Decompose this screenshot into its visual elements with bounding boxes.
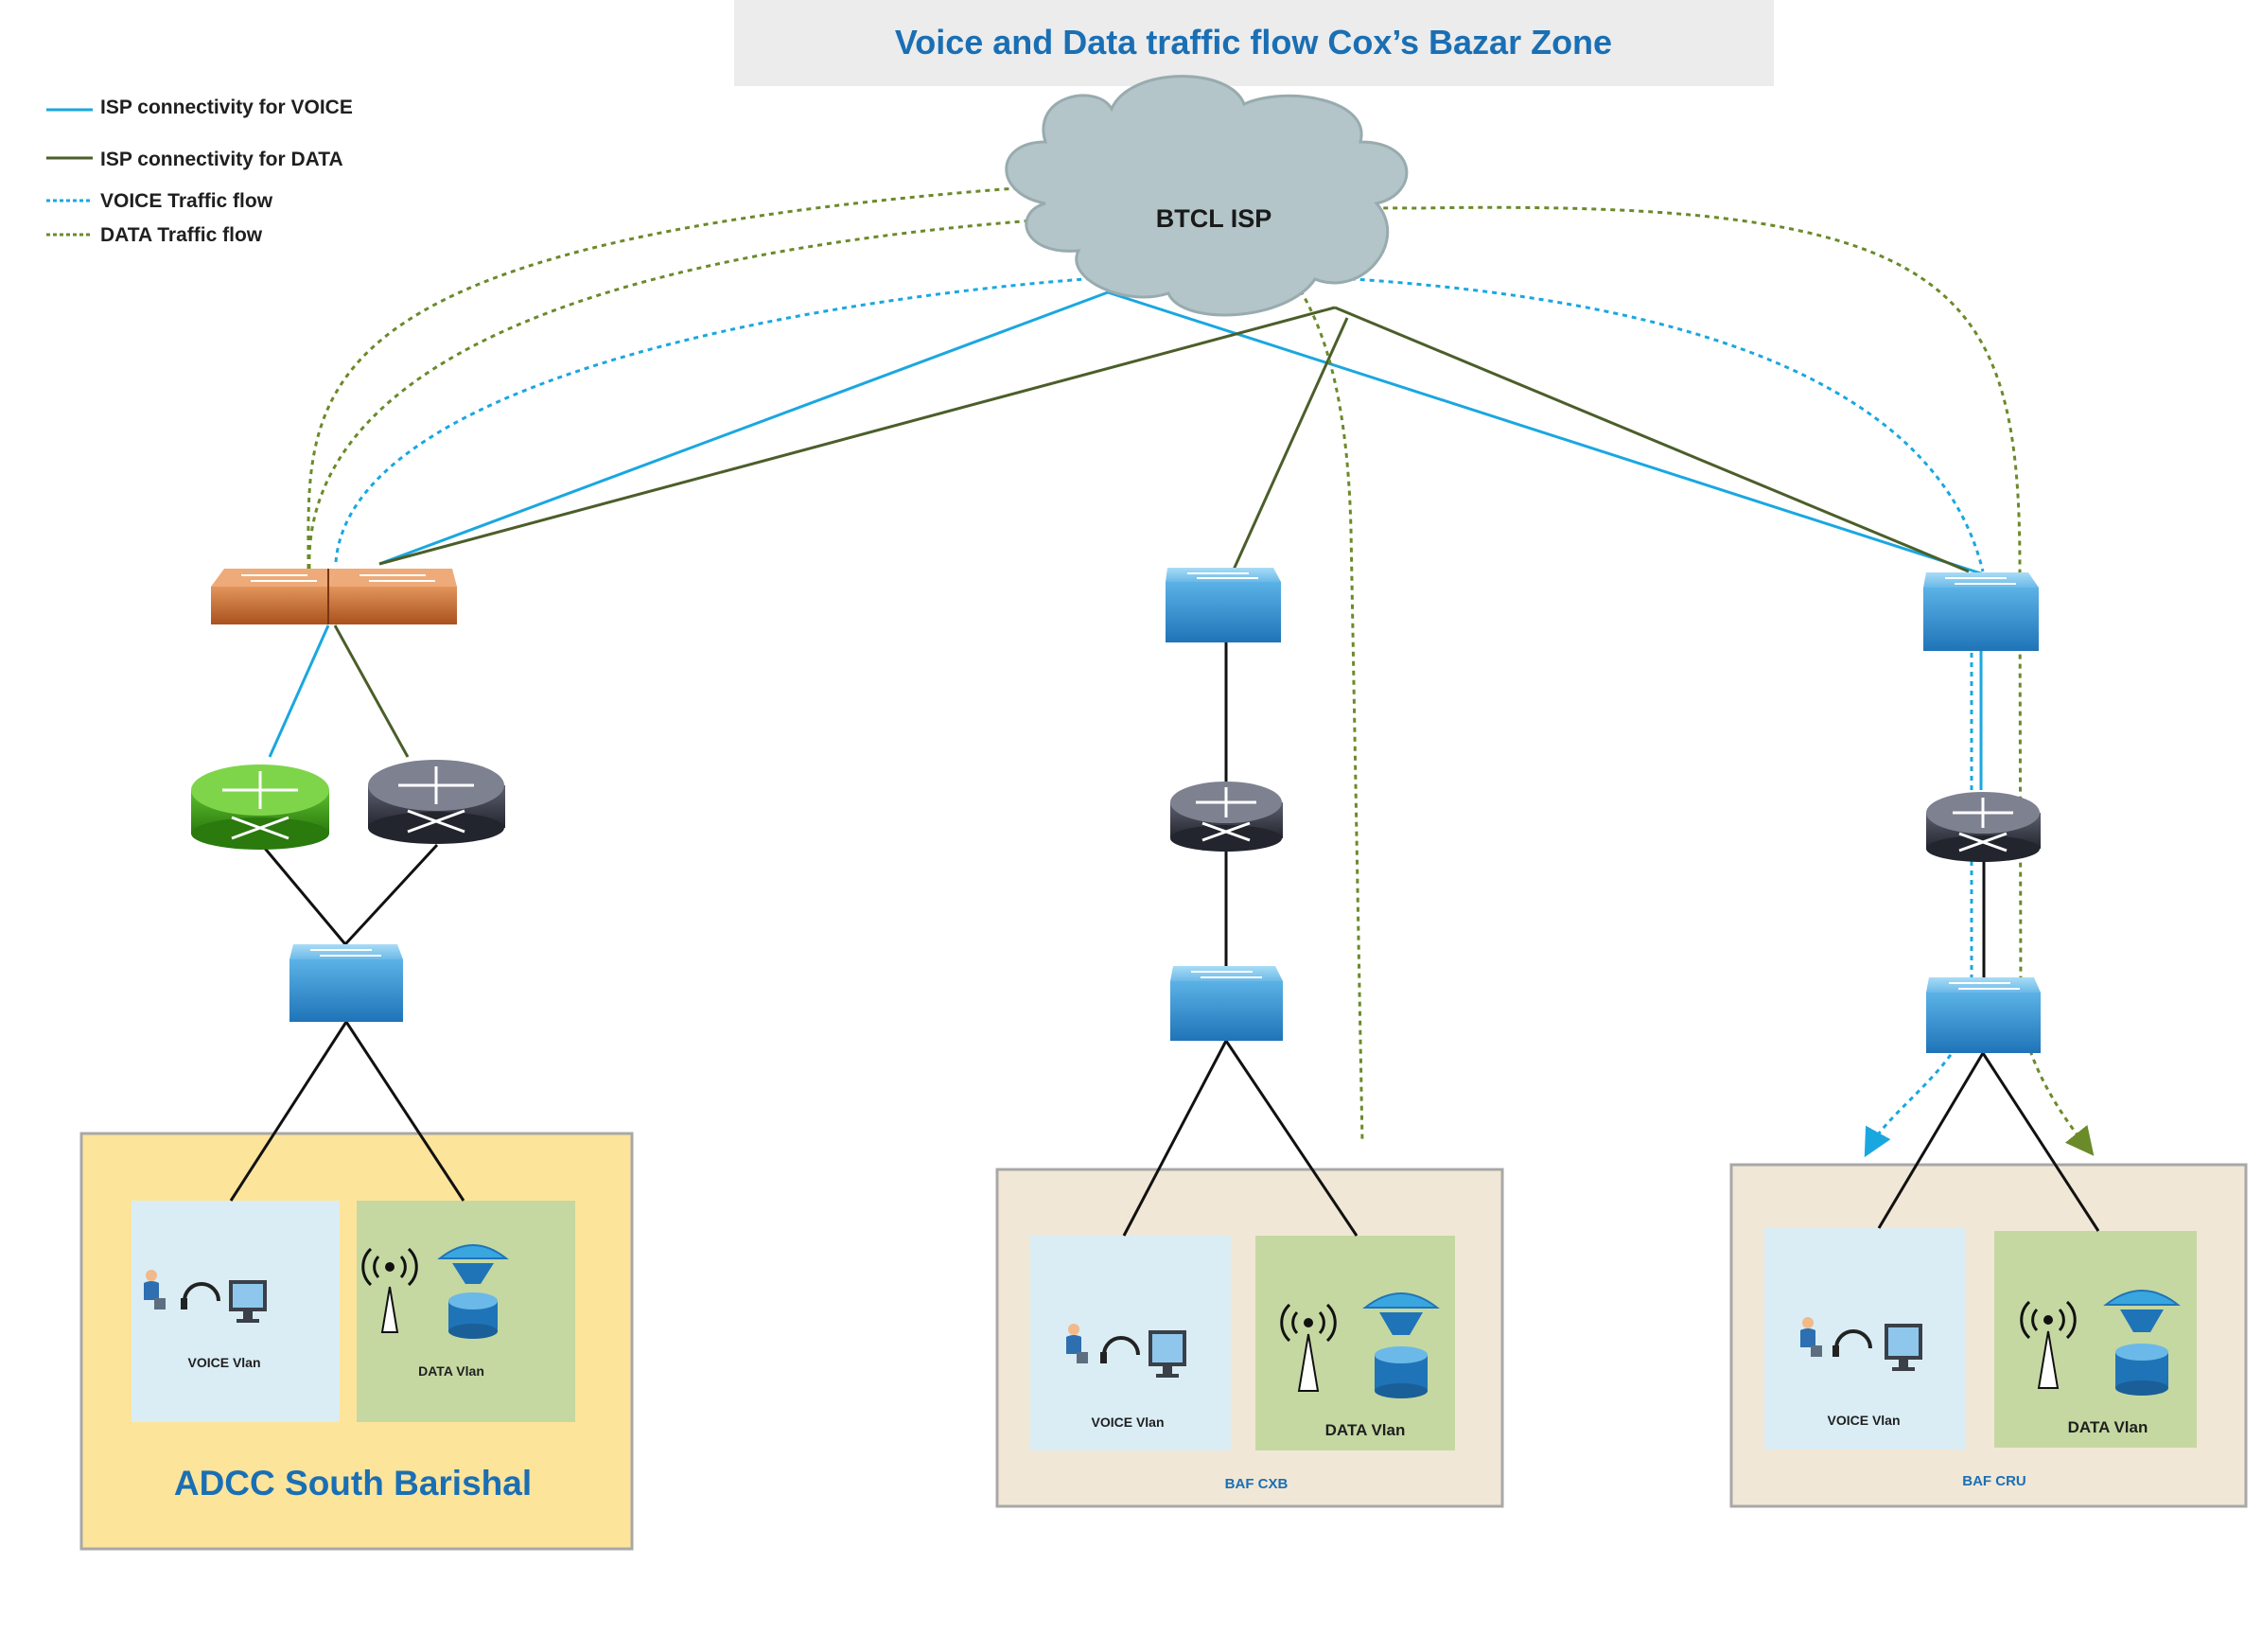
user-phone-icon (1800, 1317, 1822, 1357)
legend-item-voice-flow: VOICE Traffic flow (100, 190, 273, 212)
wireless-tower-icon (1280, 1303, 1337, 1392)
lan-links (229, 642, 2100, 1237)
headset-icon (183, 1282, 220, 1302)
voice-vlan-box (1030, 1236, 1231, 1450)
router-icon-green (191, 764, 329, 850)
voice-endpoint-icons (1066, 1324, 1186, 1378)
data-vlan-label: DATA Vlan (1325, 1421, 1406, 1439)
voice-vlan-box (1764, 1228, 1965, 1450)
wireless-tower-icon (2020, 1300, 2077, 1389)
satellite-router-icon (1362, 1292, 1440, 1398)
user-phone-icon (144, 1270, 166, 1309)
legend-item-data-connectivity: ISP connectivity for DATA (100, 149, 343, 170)
btcl-isp-cloud-icon: BTCL ISP (1005, 75, 1409, 317)
voice-vlan-label: VOICE Vlan (1091, 1415, 1164, 1430)
data-vlan-box (1255, 1236, 1455, 1450)
headset-icon (1834, 1329, 1872, 1349)
headset-earpiece-icon (1832, 1345, 1839, 1357)
page-title: Voice and Data traffic flow Cox’s Bazar … (895, 23, 1612, 62)
monitor-icon (229, 1280, 267, 1323)
switch-icon (289, 944, 403, 1022)
voice-flow-path (334, 272, 1985, 572)
data-flow-path (307, 185, 1364, 1144)
voice-endpoint-icons (144, 1270, 267, 1323)
satellite-router-icon (2103, 1290, 2181, 1396)
isp-label: BTCL ISP (1156, 204, 1272, 233)
monitor-icon (1149, 1330, 1186, 1378)
data-vlan-box (1994, 1231, 2197, 1448)
router-icon (1170, 782, 1283, 852)
voice-vlan-label: VOICE Vlan (187, 1355, 260, 1370)
legend-item-data-flow: DATA Traffic flow (100, 224, 263, 246)
router-icon (368, 760, 505, 844)
headset-earpiece-icon (181, 1298, 187, 1309)
data-vlan-label: DATA Vlan (2068, 1418, 2148, 1436)
firewall-icon (211, 569, 457, 624)
legend-item-voice-connectivity: ISP connectivity for VOICE (100, 97, 353, 118)
site-baf-cru: BAF CRU (1729, 1163, 2248, 1508)
switch-icon (1923, 572, 2039, 651)
legend: ISP connectivity for VOICE ISP connectiv… (46, 97, 353, 246)
switch-icon (1166, 568, 1281, 642)
data-vlan-label: DATA Vlan (418, 1363, 484, 1379)
data-endpoint-icons (361, 1244, 509, 1339)
voice-flow-path (1864, 653, 1973, 1158)
wireless-tower-icon (361, 1247, 418, 1333)
data-endpoint-icons (2020, 1290, 2181, 1396)
router-icon (1926, 792, 2041, 862)
site-name: ADCC South Barishal (174, 1464, 532, 1503)
isp-links (268, 290, 1985, 790)
headset-earpiece-icon (1100, 1352, 1107, 1363)
title-bar: Voice and Data traffic flow Cox’s Bazar … (734, 0, 1774, 86)
satellite-router-icon (437, 1244, 509, 1339)
voice-endpoint-icons (1800, 1317, 1922, 1371)
switch-icon (1926, 977, 2041, 1053)
data-flow-path (307, 205, 2095, 1156)
data-endpoint-icons (1280, 1292, 1440, 1398)
site-adcc: ADCC South Barishal (79, 1132, 634, 1551)
site-baf-cxb: BAF CXB (995, 1168, 1504, 1508)
switch-icon (1170, 966, 1283, 1041)
site-name: BAF CRU (1962, 1473, 2026, 1489)
user-phone-icon (1066, 1324, 1088, 1363)
voice-vlan-label: VOICE Vlan (1827, 1413, 1900, 1428)
headset-icon (1102, 1336, 1140, 1356)
monitor-icon (1885, 1324, 1922, 1371)
site-name: BAF CXB (1225, 1476, 1289, 1492)
